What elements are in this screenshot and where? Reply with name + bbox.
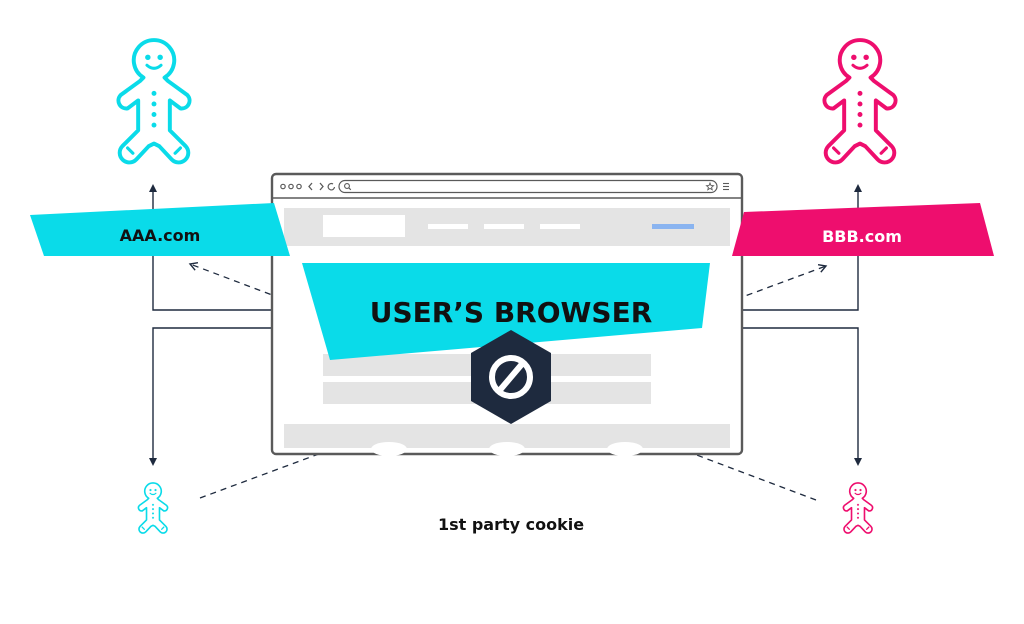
footer-circle-placeholder — [607, 442, 643, 456]
right-site-banner: BBB.com — [732, 203, 994, 256]
left-downward-arrow — [149, 327, 272, 466]
gingerbread-cookie-icon — [116, 38, 192, 165]
browser-toolbar — [280, 179, 729, 194]
nav-placeholder — [540, 224, 580, 229]
block-icon — [489, 355, 533, 399]
star-icon[interactable] — [705, 181, 715, 191]
menu-icon[interactable] — [723, 182, 729, 191]
block-badge — [471, 330, 551, 424]
browser-title: USER’S BROWSER — [370, 296, 653, 329]
left-site-label: AAA.com — [120, 226, 201, 245]
nav-placeholder — [484, 224, 524, 229]
nav-accent-placeholder — [652, 224, 694, 229]
gingerbread-cookie-icon — [822, 38, 898, 165]
nav-placeholder — [428, 224, 468, 229]
window-dot-icon — [296, 183, 302, 190]
left-site-banner: AAA.com — [30, 203, 290, 256]
back-arrow-icon[interactable] — [308, 182, 313, 191]
page-logo-placeholder — [323, 215, 405, 237]
forward-arrow-icon[interactable] — [319, 182, 324, 191]
search-icon — [344, 183, 350, 189]
reload-icon[interactable] — [327, 182, 336, 191]
right-downward-arrow — [742, 327, 862, 466]
address-bar[interactable] — [338, 179, 718, 194]
footer-circle-placeholder — [371, 442, 407, 456]
diagram-caption: 1st party cookie — [438, 515, 584, 534]
right-site-label: BBB.com — [822, 227, 902, 246]
window-dot-icon — [288, 183, 294, 190]
window-dot-icon — [280, 183, 286, 190]
browser-title-banner: USER’S BROWSER — [302, 263, 710, 360]
gingerbread-cookie-icon — [842, 482, 874, 534]
gingerbread-cookie-icon — [137, 482, 169, 534]
footer-circle-placeholder — [489, 442, 525, 456]
